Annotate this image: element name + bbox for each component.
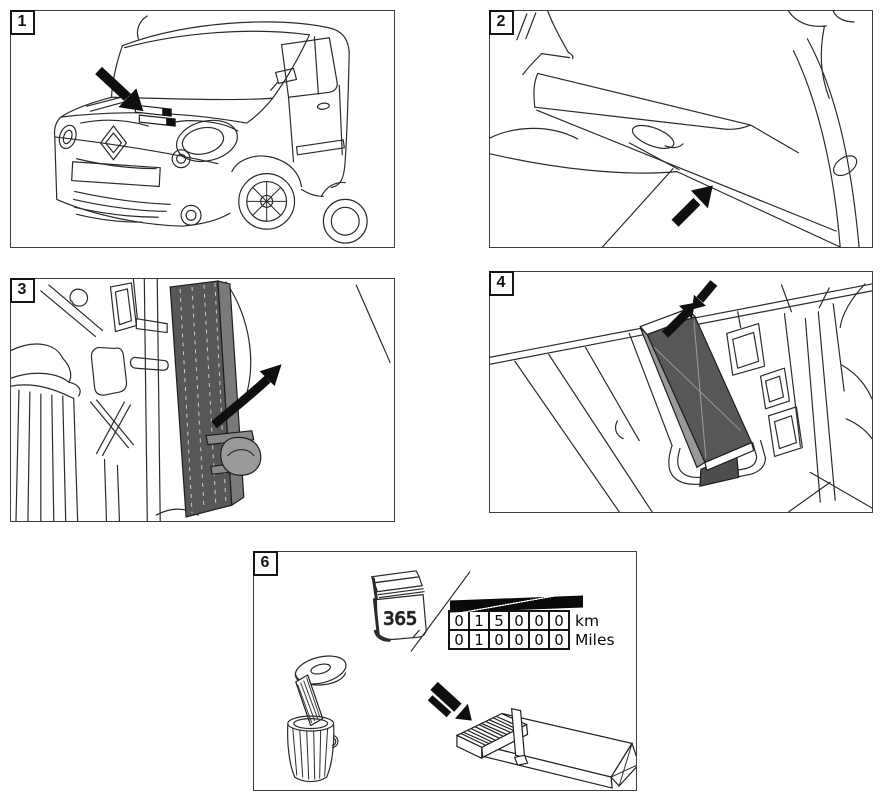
odometer-digit: 0 (488, 629, 510, 650)
odometer-digit: 0 (508, 610, 530, 631)
odometer-digit: 0 (528, 610, 550, 631)
panel-number-badge: 3 (9, 277, 35, 303)
calendar-days-label: 365 (383, 608, 417, 629)
panel-2: 2 (488, 9, 873, 248)
cabin-filter-new (639, 307, 755, 487)
interval-and-disposal-illustration: 365 (287, 570, 636, 789)
panel-4: 4 (488, 270, 873, 513)
odometer-km-unit: km (575, 611, 600, 630)
odometer-digit: 5 (488, 610, 510, 631)
vent-grilles (134, 104, 176, 127)
old-filter-icon (295, 674, 324, 727)
odometer-km-row: 0 1 5 0 0 0 km (448, 610, 615, 631)
arrow-down-right-icon (95, 66, 144, 112)
odometer-digit: 0 (448, 610, 470, 631)
filter-removal-illustration (11, 279, 391, 521)
curved-arrow-icon (211, 364, 282, 429)
new-filter-box-icon (427, 681, 636, 789)
calendar-icon: 365 (370, 570, 427, 642)
arrow-down-right-icon (427, 681, 472, 721)
panel-number-badge: 6 (252, 550, 278, 576)
odometer-miles-row: 0 1 0 0 0 0 Miles (448, 629, 615, 650)
arrow-up-right-icon (671, 185, 713, 227)
odometer-digit: 1 (468, 610, 490, 631)
panel-number-badge: 1 (9, 9, 35, 35)
odometer-digit: 0 (528, 629, 550, 650)
odometer-digit: 0 (548, 629, 570, 650)
panel-3: 3 (9, 277, 395, 522)
odometer-miles-unit: Miles (575, 630, 615, 649)
odometer-digit: 0 (448, 629, 470, 650)
filter-install-illustration (490, 280, 872, 512)
odometer-display: 0 1 5 0 0 0 km 0 1 0 0 0 0 Miles (448, 595, 615, 650)
renault-logo-icon (99, 125, 127, 161)
panel-number-badge: 4 (488, 270, 514, 296)
odometer-digit: 0 (548, 610, 570, 631)
cowl-trim-illustration (490, 11, 860, 247)
panel-1: 1 (9, 9, 395, 248)
panel-number-badge: 2 (488, 9, 514, 35)
trash-can-icon (287, 655, 347, 783)
slash-icon (410, 571, 471, 652)
panel-6: 6 365 (252, 550, 637, 791)
car-front-illustration (53, 15, 368, 244)
cabin-filter-old (169, 280, 262, 518)
arrow-pair-icon (661, 280, 718, 338)
odometer-digit: 1 (468, 629, 490, 650)
odometer-digit: 0 (508, 629, 530, 650)
